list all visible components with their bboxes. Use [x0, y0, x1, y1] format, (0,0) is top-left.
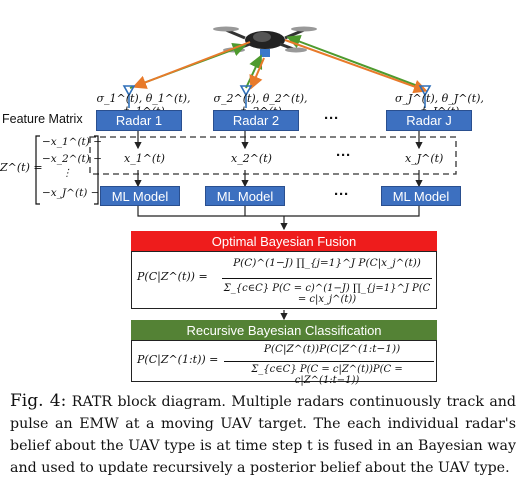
- radar-2-box: Radar 2: [213, 110, 299, 131]
- recursive-formula-box: P(C|Z^(1:t)) = P(C|Z^(t))P(C|Z^(1:t−1)) …: [131, 340, 437, 386]
- signal-green-J: [286, 34, 419, 87]
- radar-1-box: Radar 1: [96, 110, 182, 131]
- recursive-banner: Recursive Bayesian Classification: [131, 320, 437, 340]
- radar-J-box: Radar J: [386, 110, 472, 131]
- recursive-fraction-bar: [224, 361, 434, 362]
- fusion-fraction-bar: [222, 278, 432, 279]
- matrix-entry-dots: ⋮: [62, 168, 72, 179]
- diagram-lines: [35, 26, 457, 321]
- figure-caption: Fig. 4: RATR block diagram. Multiple rad…: [10, 390, 516, 479]
- recursive-numerator: P(C|Z^(t))P(C|Z^(1:t−1)): [263, 343, 401, 355]
- caption-label: Fig. 4:: [10, 391, 67, 411]
- matrix-entry-1: −x_1^(t) −: [42, 136, 102, 148]
- feature-2: x_2^(t): [231, 152, 272, 165]
- antenna-icon-1: [122, 85, 136, 108]
- feature-1: x_1^(t): [124, 152, 165, 165]
- recursive-lhs: P(C|Z^(1:t)) =: [137, 353, 219, 366]
- signal-orange-J: [284, 39, 428, 94]
- ml-model-J-box: ML Model: [381, 186, 461, 206]
- matrix-entry-2: −x_2^(t) −: [42, 153, 102, 165]
- ml-model-1-box: ML Model: [100, 186, 180, 206]
- ml-ellipsis: ···: [334, 186, 349, 203]
- fusion-banner: Optimal Bayesian Fusion: [131, 231, 437, 251]
- fusion-numerator: P(C)^(1−J) ∏_{j=1}^J P(C|x_j^(t)): [233, 257, 421, 269]
- feature-matrix-label: Feature Matrix: [2, 112, 83, 126]
- signal-orange-1: [132, 41, 251, 89]
- recursive-denominator: Σ_{c∈C} P(C = c|Z^(t))P(C = c|Z^(1:t−1)): [251, 364, 403, 386]
- signal-orange-2: [249, 57, 265, 90]
- antenna-icon-2: [239, 85, 253, 108]
- fusion-lhs: P(C|Z^(t)) =: [137, 270, 208, 283]
- antenna-icon-J: [418, 85, 432, 108]
- matrix-entry-J: −x_J^(t) −: [42, 187, 100, 199]
- feature-ellipsis: ···: [336, 147, 351, 164]
- ml-model-2-box: ML Model: [205, 186, 285, 206]
- z-label: Z^(t) =: [0, 161, 43, 174]
- fusion-denominator: Σ_{c∈C} P(C = c)^(1−J) ∏_{j=1}^J P(C = c…: [223, 283, 431, 305]
- signal-green-2: [245, 54, 263, 89]
- radar-ellipsis: ···: [324, 110, 339, 127]
- feature-dashed-box: [89, 136, 457, 175]
- caption-text: RATR block diagram. Multiple radars cont…: [10, 394, 517, 476]
- fusion-formula-box: P(C|Z^(t)) = P(C)^(1−J) ∏_{j=1}^J P(C|x_…: [131, 251, 437, 309]
- feature-J: x_J^(t): [405, 152, 444, 165]
